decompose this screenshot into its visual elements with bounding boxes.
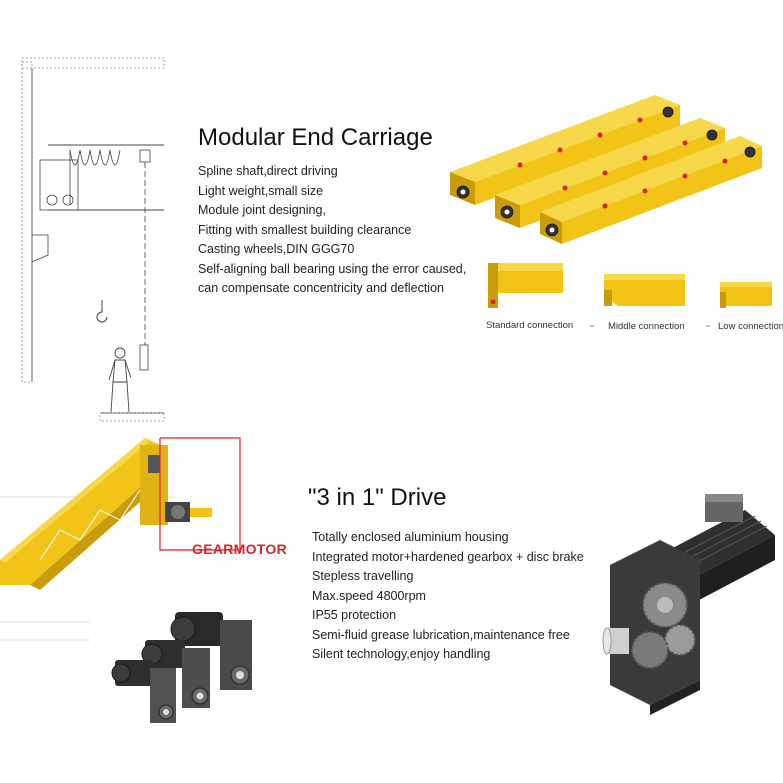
feature-item: Totally enclosed aluminium housing bbox=[312, 530, 509, 544]
feature-item: Fitting with smallest building clearance bbox=[198, 222, 412, 237]
middle-connection-label: Middle connection bbox=[608, 321, 685, 332]
section-title-end-carriage: Modular End Carriage bbox=[198, 124, 433, 151]
drive-feature-list: Totally enclosed aluminium housing Integ… bbox=[312, 528, 584, 665]
feature-item: Stepless travelling bbox=[312, 569, 414, 583]
feature-item: can compensate concentricity and deflect… bbox=[198, 281, 444, 295]
feature-item: Semi-fluid grease lubrication,maintenanc… bbox=[312, 627, 570, 642]
feature-item: Light weight,small size bbox=[198, 183, 324, 198]
end-carriage-feature-list: Spline shaft,direct driving Light weight… bbox=[198, 162, 466, 299]
feature-item: IP55 protection bbox=[312, 608, 397, 622]
feature-item: Max.speed 4800rpm bbox=[312, 588, 426, 603]
feature-item: Spline shaft,direct driving bbox=[198, 164, 338, 178]
feature-item: Integrated motor+hardened gearbox + disc… bbox=[312, 549, 584, 564]
feature-item: Module joint designing, bbox=[198, 203, 326, 217]
feature-item: Casting wheels,DIN GGG70 bbox=[198, 242, 355, 256]
gearmotor-callout-label: GEARMOTOR bbox=[192, 541, 287, 557]
standard-connection-label: Standard connection bbox=[486, 320, 574, 331]
feature-item: Silent technology,enjoy handling bbox=[312, 647, 491, 661]
section-title-3in1-drive: "3 in 1" Drive bbox=[308, 484, 447, 511]
low-connection-label: Low connection bbox=[718, 321, 783, 332]
feature-item: Self-aligning ball bearing using the err… bbox=[198, 261, 467, 276]
